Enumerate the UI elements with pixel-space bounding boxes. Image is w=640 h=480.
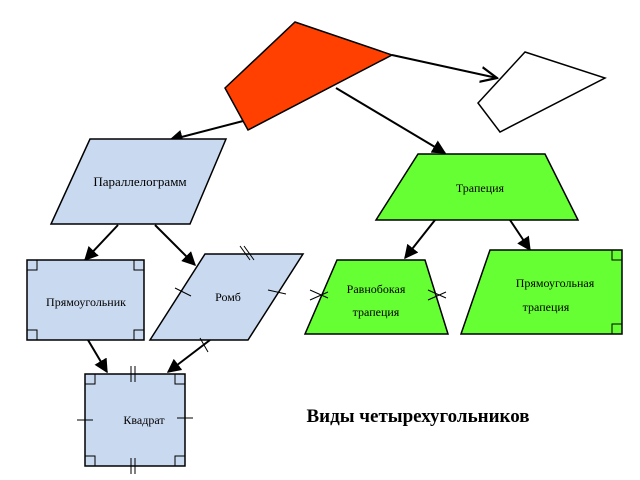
arrow-trapezoid-to-isosceles: [404, 219, 436, 260]
arrow-rhombus-to-square: [166, 339, 211, 373]
square-group: Квадрат: [77, 366, 193, 474]
right-trapezoid-group: Прямоугольная трапеция: [459, 249, 623, 335]
arrow-parallelogram-to-rhombus: [154, 224, 196, 266]
square-tick-marks: [77, 366, 193, 474]
rhombus-label: Ромб: [215, 290, 241, 304]
diagram-title: Виды четырехугольников: [306, 406, 529, 427]
rhombus-tick-marks: [174, 245, 287, 353]
arrow-root-to-parallelogram: [168, 119, 248, 144]
isosceles-label-line1: Равнобокая: [347, 282, 406, 296]
isosceles-tick-marks: [309, 289, 447, 301]
trapezoid-shape: [374, 153, 580, 221]
right-trapezoid-label-line1: Прямоугольная: [516, 276, 595, 290]
arrow-trapezoid-to-right: [509, 219, 531, 252]
arrow-parallelogram-to-rectangle: [84, 224, 119, 262]
right-angle-marks: [85, 374, 185, 466]
right-trapezoid-label-line2: трапеция: [523, 300, 570, 314]
right-trapezoid-shape: [459, 249, 623, 335]
rectangle-shape: [26, 259, 145, 341]
parallelogram-shape: [49, 138, 228, 225]
isosceles-trapezoid-group: Равнобокая трапеция: [303, 259, 450, 335]
right-angle-marks: [27, 260, 144, 340]
rhombus-group: Ромб: [148, 245, 305, 353]
arrow-rectangle-to-square: [87, 339, 108, 374]
trapezoid-label: Трапеция: [456, 181, 505, 195]
arrow-root-to-other: [391, 54, 497, 78]
isosceles-trapezoid-shape: [303, 259, 450, 335]
square-label: Квадрат: [123, 413, 165, 427]
root-quadrilateral: [224, 21, 394, 132]
rectangle-group: Прямоугольник: [26, 259, 145, 341]
isosceles-label-line2: трапеция: [353, 305, 400, 319]
parallelogram-label: Параллелограмм: [93, 174, 186, 189]
right-angle-marks: [611, 250, 622, 334]
connectors: [84, 54, 531, 374]
arrow-root-to-trapezoid: [335, 87, 447, 154]
rectangle-label: Прямоугольник: [46, 295, 126, 309]
other-quadrilateral: [477, 51, 607, 133]
rhombus-shape: [148, 253, 305, 341]
